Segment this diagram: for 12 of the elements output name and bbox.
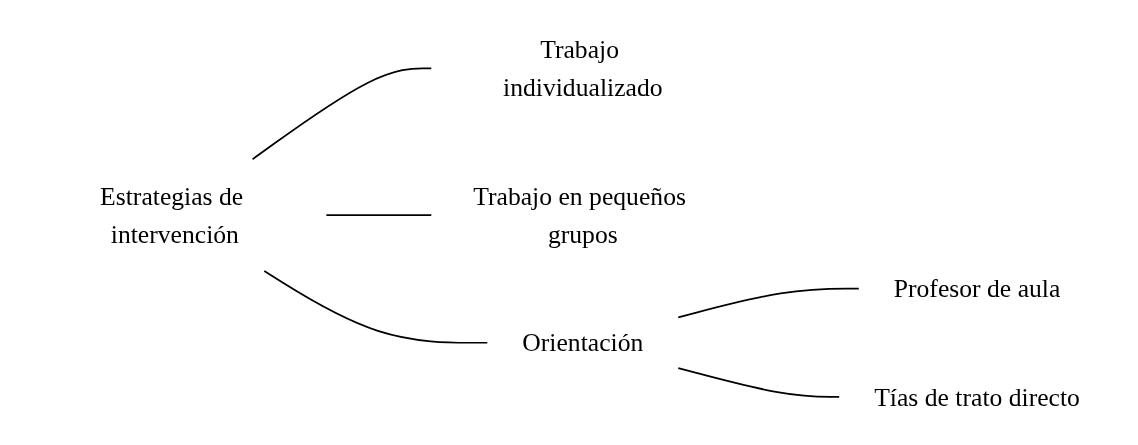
node-text: Profesor de aula <box>893 273 1061 303</box>
node-text: Estrategias de intervención <box>99 180 244 249</box>
node-text: Orientación <box>522 327 644 357</box>
node-text: Trabajo en pequeños grupos <box>473 180 686 249</box>
connector <box>677 366 840 398</box>
connector <box>263 269 489 344</box>
connector <box>251 66 433 160</box>
node-text: Tías de trato directo <box>874 381 1080 412</box>
connector <box>677 287 860 318</box>
node-text: Trabajo individualizado <box>502 33 663 102</box>
diagram: Estrategias de intervención Trabajo individualizado Trabajo en pequeños grupos Orientación Profesor de aula Tías de trato directo <box>13 2 1125 443</box>
connector <box>325 213 433 216</box>
